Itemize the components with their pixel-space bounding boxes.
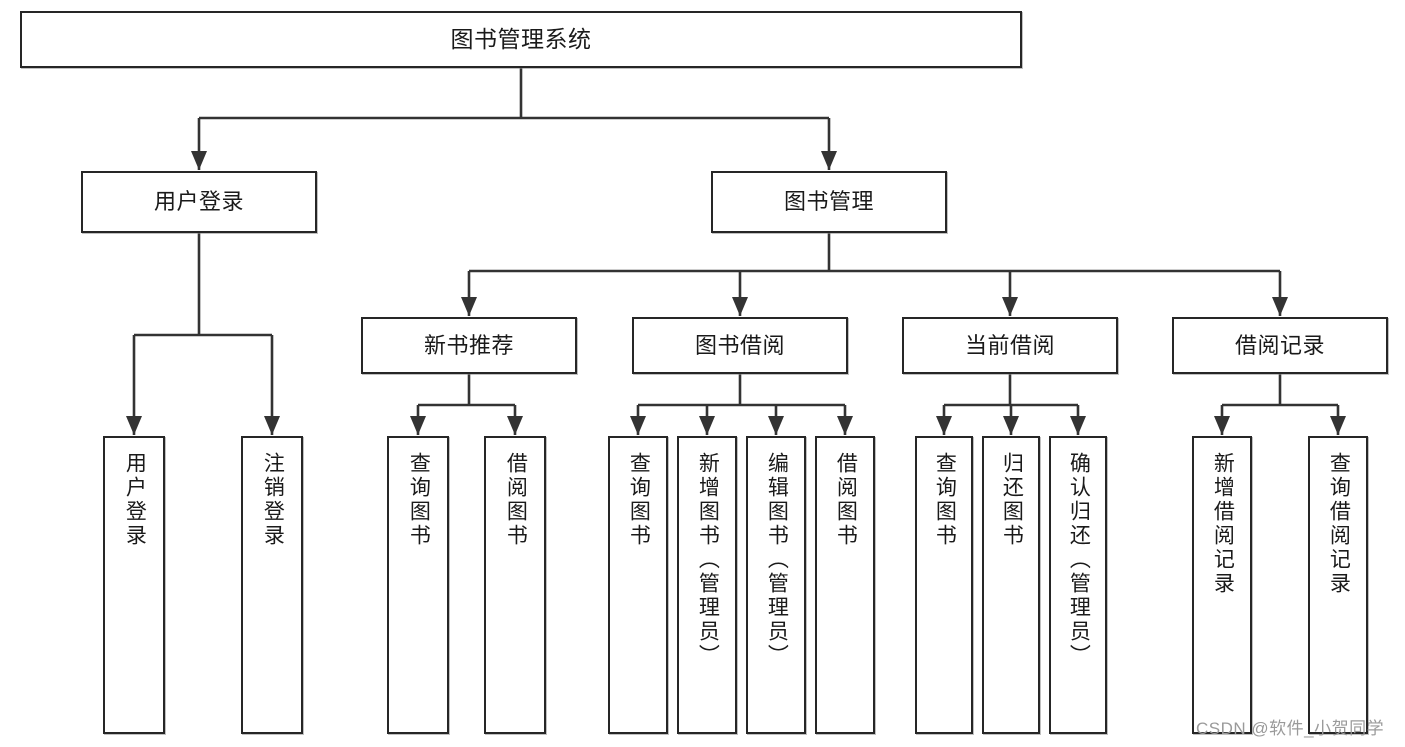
node-label: 新增图书（管理员） xyxy=(696,452,720,668)
node-leaf-1[interactable]: 用户登录 xyxy=(103,436,165,734)
node-leaf-12[interactable]: 新增借阅记录 xyxy=(1192,436,1252,734)
edge-arrowhead xyxy=(630,416,646,435)
node-leaf-13[interactable]: 查询借阅记录 xyxy=(1308,436,1368,734)
node-label: 新增借阅记录 xyxy=(1211,452,1235,596)
csdn-watermark: CSDN @软件_小贺同学 xyxy=(1196,719,1385,738)
edge-arrowhead xyxy=(732,297,748,316)
edge-arrowhead xyxy=(461,297,477,316)
edge-arrowhead xyxy=(410,416,426,435)
node-label: 新书推荐 xyxy=(423,332,514,358)
node-bookmgmt[interactable]: 图书管理 xyxy=(711,171,947,233)
node-label: 借阅图书 xyxy=(834,452,858,548)
edge-arrowhead xyxy=(837,416,853,435)
node-root[interactable]: 图书管理系统 xyxy=(20,11,1022,68)
node-label: 归还图书 xyxy=(1000,452,1024,548)
node-leaf-5[interactable]: 查询图书 xyxy=(608,436,668,734)
node-leaf-3[interactable]: 查询图书 xyxy=(387,436,449,734)
node-label: 查询图书 xyxy=(933,452,957,548)
edge-arrowhead xyxy=(507,416,523,435)
node-label: 查询图书 xyxy=(407,452,431,548)
node-records[interactable]: 借阅记录 xyxy=(1172,317,1388,374)
edge-arrowhead xyxy=(191,151,207,170)
node-label: 图书管理 xyxy=(783,189,874,215)
edge-arrowhead xyxy=(264,416,280,435)
node-label: 注销登录 xyxy=(261,452,285,548)
node-label: 查询借阅记录 xyxy=(1327,452,1351,596)
node-current[interactable]: 当前借阅 xyxy=(902,317,1118,374)
edge-arrowhead xyxy=(1003,416,1019,435)
edge-arrowhead xyxy=(1002,297,1018,316)
edge-arrowhead xyxy=(1070,416,1086,435)
node-leaf-10[interactable]: 归还图书 xyxy=(982,436,1040,734)
edge-arrowhead xyxy=(1214,416,1230,435)
node-label: 查询图书 xyxy=(627,452,651,548)
node-leaf-2[interactable]: 注销登录 xyxy=(241,436,303,734)
edge-arrowhead xyxy=(126,416,142,435)
edge-arrowhead xyxy=(1272,297,1288,316)
edge-arrowhead xyxy=(768,416,784,435)
node-newbook[interactable]: 新书推荐 xyxy=(361,317,577,374)
node-label: 图书借阅 xyxy=(694,332,785,358)
edge-arrowhead xyxy=(1330,416,1346,435)
node-borrow[interactable]: 图书借阅 xyxy=(632,317,848,374)
edge-arrowhead xyxy=(699,416,715,435)
node-login[interactable]: 用户登录 xyxy=(81,171,317,233)
edge-arrowhead xyxy=(936,416,952,435)
node-leaf-11[interactable]: 确认归还（管理员） xyxy=(1049,436,1107,734)
node-label: 图书管理系统 xyxy=(450,25,592,52)
node-leaf-9[interactable]: 查询图书 xyxy=(915,436,973,734)
node-label: 编辑图书（管理员） xyxy=(765,452,789,668)
node-leaf-4[interactable]: 借阅图书 xyxy=(484,436,546,734)
node-leaf-8[interactable]: 借阅图书 xyxy=(815,436,875,734)
node-leaf-7[interactable]: 编辑图书（管理员） xyxy=(746,436,806,734)
node-label: 用户登录 xyxy=(153,189,244,215)
node-label: 当前借阅 xyxy=(964,332,1055,358)
node-leaf-6[interactable]: 新增图书（管理员） xyxy=(677,436,737,734)
node-label: 借阅记录 xyxy=(1234,332,1325,358)
node-label: 用户登录 xyxy=(123,452,147,548)
edge-arrowhead xyxy=(821,151,837,170)
node-label: 借阅图书 xyxy=(504,452,528,548)
node-label: 确认归还（管理员） xyxy=(1067,452,1091,668)
